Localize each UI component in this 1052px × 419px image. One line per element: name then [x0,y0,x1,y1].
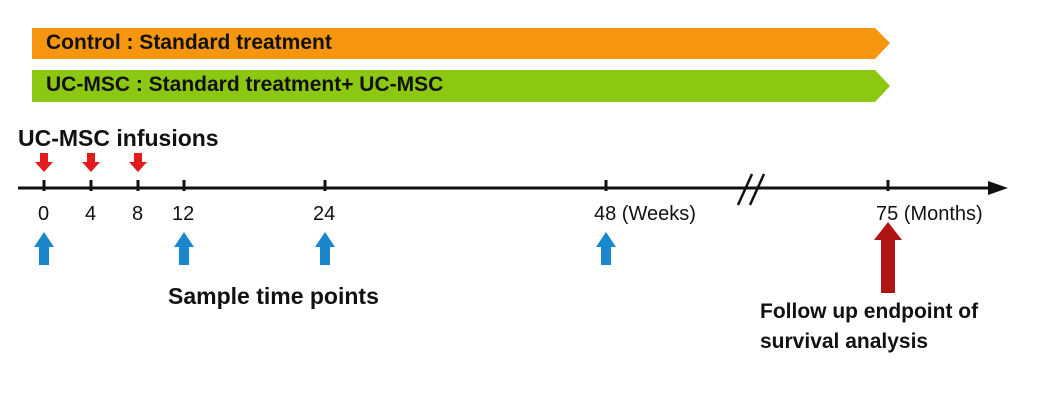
axis-break-mark [748,173,766,206]
sample-arrow [315,232,335,265]
infusion-arrow [82,153,100,172]
control-arm-label: Control : Standard treatment [46,31,332,54]
sample-arrow [174,232,194,265]
endpoint-label-line-1: Follow up endpoint of [760,300,979,323]
tick-label-48-weeks: 48 (Weeks) [594,203,696,225]
infusion-arrow [129,153,147,172]
endpoint-arrow [874,222,902,293]
tick-label-8: 8 [132,203,144,225]
timeline-axis-arrowhead [988,181,1008,195]
endpoint-label-line-2: survival analysis [760,330,929,353]
endpoint-label: Follow up endpoint of survival analysis [760,297,978,357]
ucmsc-arm-band [32,70,890,102]
control-arm-band [32,28,890,59]
tick-label-0: 0 [38,203,50,225]
infusion-arrow [35,153,53,172]
ucmsc-arm-label: UC-MSC : Standard treatment+ UC-MSC [46,73,444,96]
tick-label-12: 12 [172,203,195,225]
infusions-heading: UC-MSC infusions [18,125,219,151]
sample-arrow [596,232,616,265]
sample-arrow [34,232,54,265]
tick-label-4: 4 [85,203,97,225]
tick-label-24: 24 [313,203,336,225]
axis-break-mark [736,173,754,206]
tick-label-75-months: 75 (Months) [876,203,983,225]
sample-time-points-label: Sample time points [168,283,379,309]
